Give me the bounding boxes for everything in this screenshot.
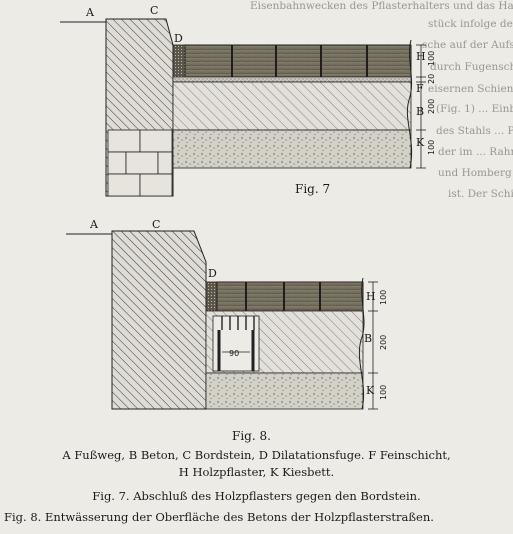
bg-text-line: des Stahls ... Pflasterfahrbahn bbox=[436, 125, 513, 137]
fig8-label-B: B bbox=[364, 332, 372, 345]
fig7-fine-layer bbox=[172, 76, 412, 83]
fig8-gravel-bed bbox=[205, 372, 364, 410]
fig8-channel-width: 90 bbox=[229, 349, 239, 358]
bg-text-line: und Homberg ... dargestellt bbox=[438, 167, 513, 179]
fig7-concrete bbox=[172, 81, 412, 131]
fig7-wood-paving bbox=[184, 44, 412, 78]
fig7-label-A: A bbox=[85, 6, 95, 19]
fig7-dim-concrete: 200 bbox=[427, 99, 436, 114]
fig7-label-B: B bbox=[416, 105, 424, 118]
fig8-break-line bbox=[358, 277, 365, 410]
caption-fig8: Fig. 8. Entwässerung der Oberfläche des … bbox=[4, 510, 434, 524]
bg-text-line: der im ... Rahmen bbox=[438, 146, 513, 158]
fig7-label-D: D bbox=[174, 32, 183, 45]
fig8-label-D: D bbox=[208, 267, 217, 280]
fig8-kerbstone bbox=[111, 230, 207, 410]
bg-text-line: stück infolge der Zusammenhaltung ... bbox=[428, 18, 513, 30]
legend-line-1: A Fußweg, B Beton, C Bordstein, D Dilata… bbox=[62, 448, 451, 462]
fig8-dimension bbox=[368, 281, 378, 410]
fig7-gravel-bed bbox=[172, 129, 412, 169]
fig7-label-H: H bbox=[416, 50, 426, 63]
fig7-title: Fig. 7 bbox=[295, 182, 330, 196]
fig8-label-H: H bbox=[366, 290, 376, 303]
background-text: Eisenbahnwecken des Pflasterhalters und … bbox=[250, 0, 513, 200]
fig7-kerb-foundation bbox=[107, 129, 173, 197]
fig7-dim-wood: 100 bbox=[427, 51, 436, 66]
bg-text-line: ist. Der Schienenweg ... Fortsetzung bbox=[448, 188, 513, 200]
caption-fig7: Fig. 7. Abschluß des Holzpflasters gegen… bbox=[92, 489, 421, 503]
fig7-break-line bbox=[406, 39, 413, 169]
fig7-label-K: K bbox=[416, 136, 425, 149]
bg-text-line: (Fig. 1) ... Einbettung bbox=[436, 103, 513, 115]
fig8-label-A: A bbox=[89, 218, 99, 231]
fig7-dimension bbox=[416, 44, 426, 169]
fig7-dilatation-joint bbox=[172, 44, 186, 80]
fig8-wood-block-joints bbox=[245, 282, 321, 311]
fig8-dim-wood: 100 bbox=[379, 290, 388, 305]
fig7-label-C: C bbox=[150, 4, 158, 17]
fig7-wood-block-joints bbox=[231, 45, 368, 77]
figure-7: 100 20 200 100 A C D H F B K Fig. 7 bbox=[60, 4, 436, 197]
fig8-label-K: K bbox=[366, 384, 375, 397]
fig8-wood-paving bbox=[216, 281, 364, 312]
fig8-dim-gravel: 100 bbox=[379, 385, 388, 400]
fig8-channel-grate bbox=[221, 316, 255, 330]
fig8-drainage-channel bbox=[212, 315, 260, 372]
fig8-title: Fig. 8. bbox=[232, 429, 271, 443]
bg-text-line: Eisenbahnwecken des Pflasterhalters und … bbox=[250, 0, 513, 12]
fig8-dim-concrete: 200 bbox=[379, 335, 388, 350]
fig7-dim-fine: 20 bbox=[427, 74, 436, 84]
fig7-dim-gravel: 100 bbox=[427, 140, 436, 155]
bg-text-line: durch Fugenschluss ... unter die bbox=[430, 61, 513, 73]
figure-8: 90 100 200 100 A C D H B K Fig. 8. bbox=[66, 218, 388, 443]
fig7-label-F: F bbox=[416, 82, 424, 95]
fig8-label-C: C bbox=[152, 218, 160, 231]
bg-text-line: sche auf der Aufschnittsfläche an diesen… bbox=[422, 39, 513, 51]
fig8-dilatation-joint bbox=[205, 281, 218, 312]
bg-text-line: eisernen Schienenstücke ... Mittelpfeile… bbox=[428, 83, 513, 95]
legend-line-2: H Holzpflaster, K Kiesbett. bbox=[178, 465, 335, 479]
